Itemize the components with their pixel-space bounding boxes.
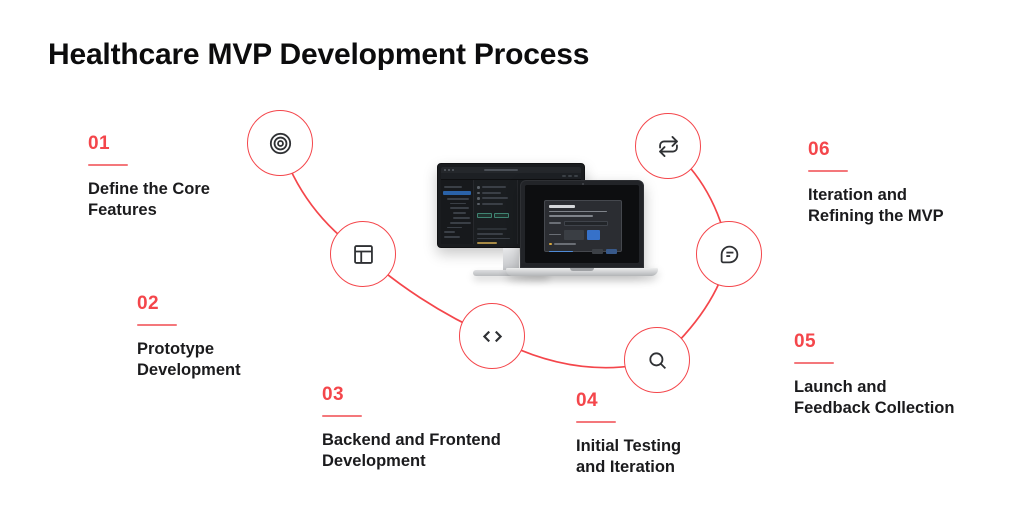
step-label-line1: Initial Testing [576,437,682,455]
code-brackets-icon [482,330,502,342]
step-label-line2: Features [88,201,157,219]
dialog-mockup [544,200,622,254]
step-underline [88,164,128,166]
step-number: 05 [794,331,816,352]
step-3-text: 03 Backend and Frontend Development [322,384,501,472]
step-underline [322,415,362,417]
goal-target-icon [269,132,291,154]
teal-button-mock [477,213,492,218]
step-label-line1: Backend and Frontend [322,431,501,449]
step-label-line2: Development [137,361,241,379]
search-icon [648,351,666,369]
laptop-screen [525,185,639,263]
step-label-line2: Development [322,452,426,470]
feedback-chat-icon [720,245,738,263]
step-5-text: 05 Launch and Feedback Collection [794,331,954,419]
step-label-line1: Prototype [137,340,215,358]
step-5-node [696,221,762,287]
step-label-line2: Refining the MVP [808,207,944,225]
dialog-button-mock [592,249,603,254]
warning-note-mock [549,242,617,245]
laptop-lid [520,180,644,268]
step-2-text: 02 Prototype Development [137,293,241,381]
ide-list-panel [474,180,518,244]
step-number: 01 [88,133,110,154]
step-6-text: 06 Iteration and Refining the MVP [808,139,944,227]
step-1-node [247,110,313,176]
laptop [506,180,658,277]
laptop-notch [570,268,594,271]
laptop-base [506,268,658,276]
step-label-line1: Define the Core [88,180,210,198]
step-underline [808,170,848,172]
step-underline [794,362,834,364]
step-4-text: 04 Initial Testing and Iteration [576,390,681,478]
step-3-node [459,303,525,369]
step-underline [576,421,616,423]
step-label-line1: Launch and [794,378,887,396]
monitor-stand-neck [503,248,519,271]
step-number: 06 [808,139,830,160]
laptop-camera-dot [582,182,584,185]
repeat-arrows-icon [658,135,678,157]
step-1-text: 01 Define the Core Features [88,133,210,221]
step-number: 04 [576,390,598,411]
step-6-node [635,113,701,179]
ide-titlebar [441,167,581,173]
step-label-line2: and Iteration [576,458,676,476]
blue-thumbnail [587,229,600,240]
step-number: 02 [137,293,159,314]
step-number: 03 [322,384,344,405]
ide-file-tree-panel [441,180,474,244]
dialog-link-mock [549,250,573,252]
step-2-node [330,221,396,287]
ide-toolbar [441,173,581,180]
step-underline [137,324,177,326]
step-4-node [624,327,690,393]
dialog-primary-button-mock [606,249,617,254]
wireframe-layout-icon [353,244,373,264]
page-title: Healthcare MVP Development Process [48,38,590,71]
step-label-line1: Iteration and [808,186,908,204]
step-label-line2: Feedback Collection [794,399,955,417]
